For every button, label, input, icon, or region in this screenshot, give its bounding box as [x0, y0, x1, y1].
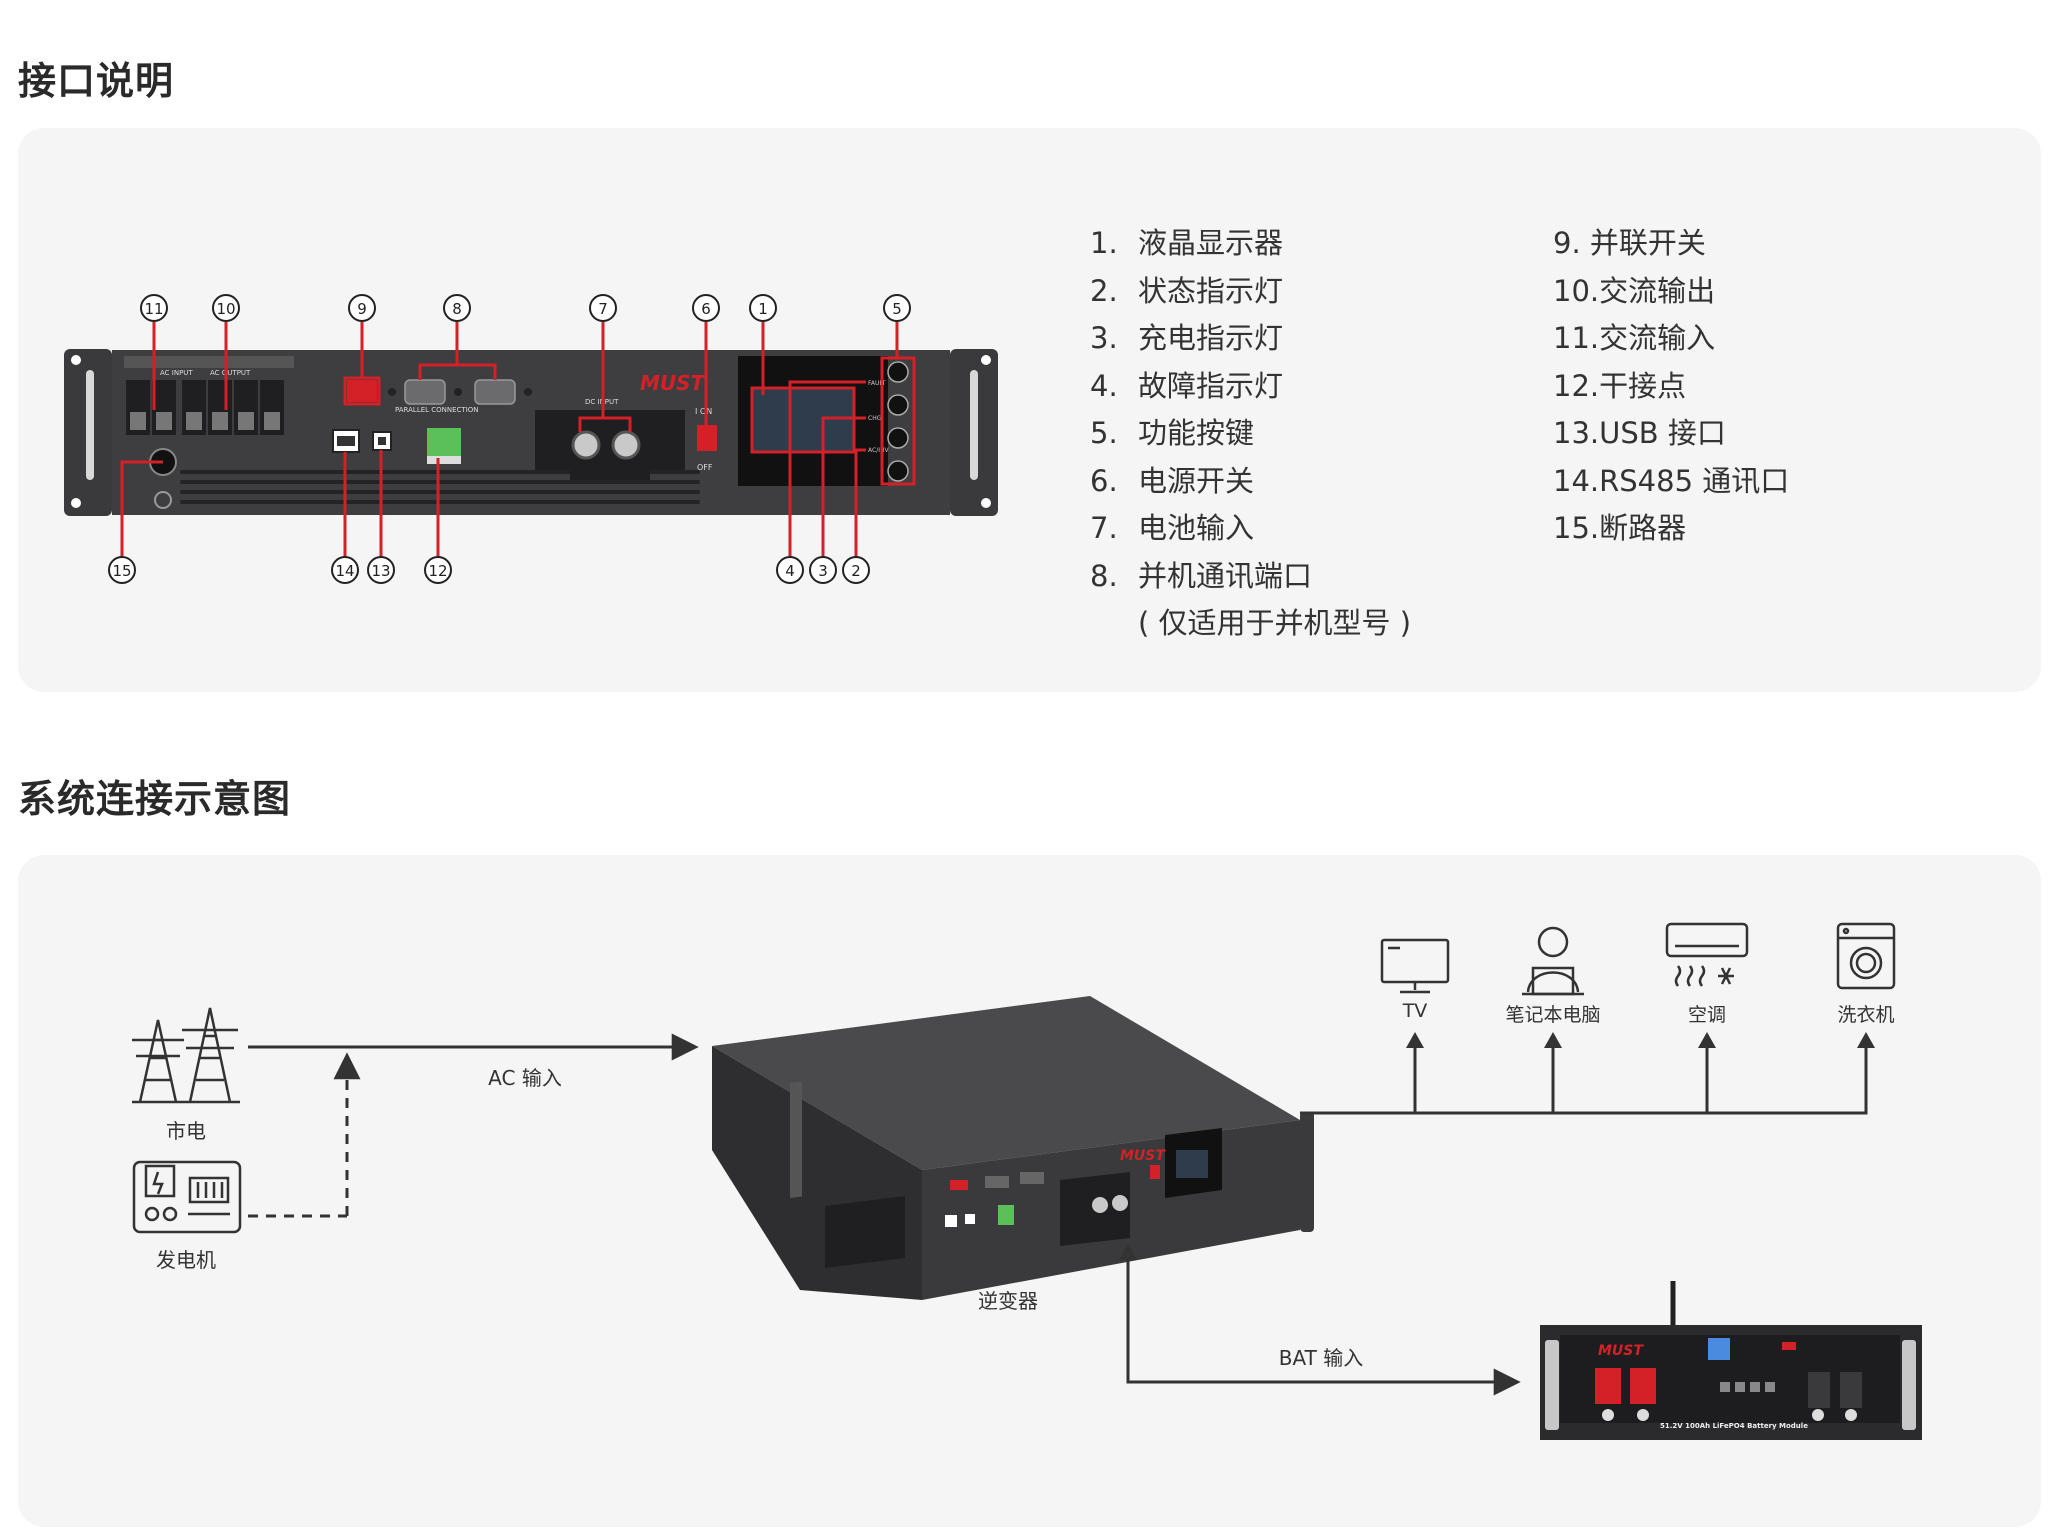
- callout-4: 4: [785, 562, 795, 580]
- section-title-system: 系统连接示意图: [18, 777, 292, 821]
- brand-logo: MUST: [640, 371, 706, 395]
- bat-input-label: BAT 输入: [1278, 1346, 1364, 1370]
- dry-contact-terminal: [427, 428, 461, 456]
- parallel-connection-label: PARALLEL CONNECTION: [395, 406, 479, 414]
- list-item: 4.故障指示灯: [1090, 368, 1284, 403]
- list-item: 1.液晶显示器: [1090, 226, 1284, 260]
- list-item: 10.交流输出: [1553, 273, 1716, 308]
- load-label-ac: 空调: [1687, 1004, 1727, 1026]
- callout-11: 11: [144, 300, 163, 318]
- inverter-label: 逆变器: [978, 1289, 1038, 1313]
- load-label-tv: TV: [1402, 1000, 1428, 1022]
- list-item: 11.交流输入: [1553, 321, 1716, 355]
- chg-led-label: CHG: [868, 415, 882, 422]
- ac-breakers: [126, 380, 284, 435]
- handle-right: [970, 370, 978, 480]
- battery-brand: MUST: [1598, 1343, 1644, 1359]
- list-item: 3.充电指示灯: [1090, 321, 1284, 355]
- battery-model-label: 51.2V 100Ah LiFePO4 Battery Module: [1660, 1422, 1808, 1430]
- load-label-laptop: 笔记本电脑: [1505, 1004, 1601, 1026]
- list-item: 9. 并联开关: [1553, 226, 1706, 260]
- power-tower-icon: [132, 1007, 240, 1104]
- rs485-socket: [337, 436, 355, 446]
- callout-7: 7: [598, 300, 608, 318]
- on-label: I ON: [695, 407, 712, 416]
- rack-hole: [981, 498, 991, 508]
- interface-list-right: 9. 并联开关 10.交流输出 11.交流输入 12.干接点 13.USB 接口…: [1553, 220, 1789, 553]
- generator-icon: [132, 1160, 242, 1234]
- list-item: 5.功能按键: [1090, 416, 1255, 450]
- callout-5: 5: [892, 300, 902, 318]
- load-label-washer: 洗衣机: [1837, 1004, 1895, 1026]
- dc-input-terminals: [535, 410, 685, 480]
- ac-input-label: AC INPUT: [160, 369, 193, 377]
- rack-hole: [71, 355, 81, 365]
- parallel-dip-switch: [347, 380, 377, 402]
- list-item: 15.断路器: [1553, 511, 1687, 545]
- dry-contact-label: [427, 456, 461, 464]
- power-switch: [697, 425, 717, 451]
- vent-slots: [180, 470, 700, 504]
- handle-left: [86, 370, 94, 480]
- function-buttons: [887, 361, 909, 482]
- list-item: 6.电源开关: [1090, 463, 1255, 498]
- callout-14: 14: [335, 562, 354, 580]
- off-label: OFF: [697, 463, 713, 472]
- callout-15: 15: [112, 562, 131, 580]
- section-title-interface: 接口说明: [18, 59, 175, 103]
- inverter-image: MUST: [712, 996, 1314, 1300]
- inverter-brand: MUST: [1120, 1148, 1166, 1164]
- generator-label: 发电机: [156, 1248, 216, 1272]
- callout-13: 13: [371, 562, 390, 580]
- callout-8: 8: [452, 300, 462, 318]
- interface-list-left: 1.液晶显示器 2.状态指示灯 3.充电指示灯 4.故障指示灯 5.功能按键 6…: [1090, 220, 1411, 648]
- grid-label: 市电: [166, 1119, 206, 1143]
- list-item: 2.状态指示灯: [1090, 273, 1284, 308]
- callout-6: 6: [701, 300, 711, 318]
- ac-label-strip: [124, 356, 294, 368]
- usb-socket: [378, 437, 386, 445]
- callout-circles: [108, 294, 911, 584]
- callout-9: 9: [357, 300, 367, 318]
- list-item: 12.干接点: [1553, 368, 1687, 403]
- washing-machine-icon: [1836, 922, 1896, 990]
- callout-10: 10: [216, 300, 235, 318]
- output-arrowheads: [1406, 1032, 1875, 1048]
- callout-numbers: 11 10 9 8 7 6 1 5 15 14 13 12 4 3 2: [112, 300, 901, 580]
- output-lines: [1300, 1038, 1868, 1115]
- battery-module-image: MUST 51.2V 100Ah LiFePO4 Battery Module: [1540, 1281, 1922, 1440]
- callout-1: 1: [758, 300, 768, 318]
- bat-input-line: [1126, 1253, 1521, 1396]
- air-conditioner-icon: [1665, 922, 1749, 987]
- list-item: 14.RS485 通讯口: [1553, 463, 1790, 498]
- callout-2: 2: [851, 562, 861, 580]
- rack-hole: [71, 498, 81, 508]
- ac-output-label: AC OUTPUT: [210, 369, 251, 377]
- tv-icon: [1380, 938, 1450, 994]
- bat-arrow-up: [1119, 1243, 1137, 1260]
- callout-leaders: [120, 322, 916, 557]
- acinv-led-label: AC/INV: [868, 447, 889, 454]
- callout-3: 3: [818, 562, 828, 580]
- fault-led-label: FAULT: [868, 380, 886, 387]
- callout-12: 12: [428, 562, 447, 580]
- list-item: 13.USB 接口: [1553, 416, 1726, 450]
- list-item: 8.并机通讯端口: [1090, 558, 1313, 593]
- list-item-note: ( 仅适用于并机型号 ): [1138, 606, 1412, 640]
- ground-screw: [154, 491, 172, 509]
- list-item: 7.电池输入: [1090, 511, 1255, 545]
- ac-input-label: AC 输入: [488, 1066, 562, 1090]
- rack-hole: [981, 355, 991, 365]
- laptop-icon: [1522, 926, 1584, 996]
